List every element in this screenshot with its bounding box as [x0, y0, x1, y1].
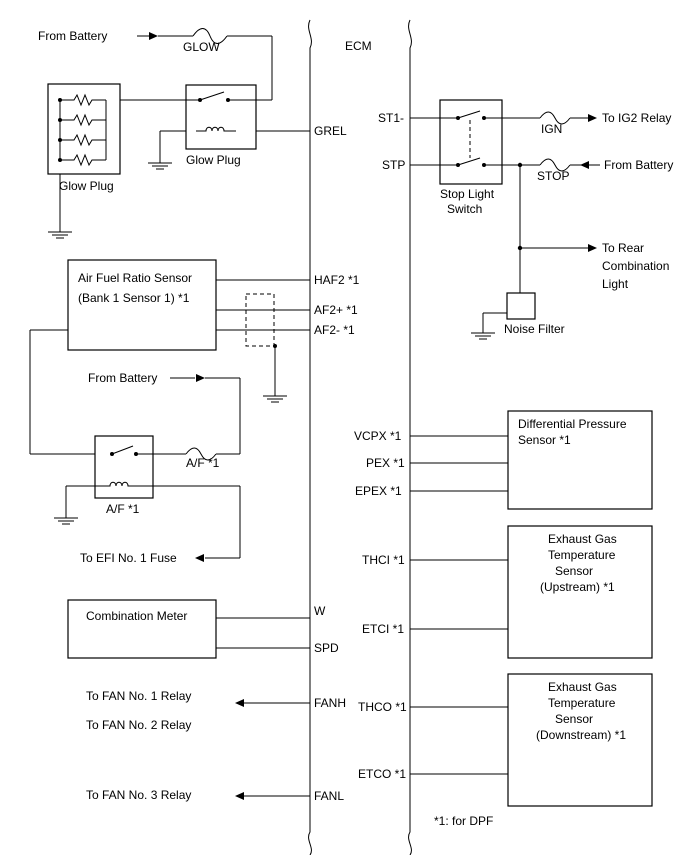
efi-fuse-label: To EFI No. 1 Fuse — [80, 551, 177, 565]
ground-icon — [54, 517, 78, 525]
fan-section: To FAN No. 1 Relay To FAN No. 2 Relay To… — [86, 689, 346, 803]
st1-terminal: ST1- — [378, 111, 404, 125]
arrow-right-icon — [588, 114, 597, 122]
epex-terminal: EPEX *1 — [355, 484, 402, 498]
egt-down-label-1: Exhaust Gas — [548, 680, 617, 694]
ground-icon — [48, 231, 72, 239]
meter-section: Combination Meter W SPD — [67, 599, 339, 659]
resistor-icon — [60, 93, 106, 107]
egt-down-section: THCO *1 ETCO *1 Exhaust Gas Temperature … — [358, 673, 653, 807]
af-sensor-label-2: (Bank 1 Sensor 1) *1 — [78, 291, 190, 305]
ecm-label: ECM — [345, 39, 372, 53]
ign-fuse-icon — [539, 111, 571, 125]
arrow-left-icon — [235, 699, 244, 707]
stp-terminal: STP — [382, 158, 405, 172]
ground-icon — [148, 162, 172, 170]
stop-light-switch-box — [439, 99, 503, 185]
resistor-icon — [60, 153, 106, 167]
glow-plug-label: Glow Plug — [59, 179, 114, 193]
rear-light-label-3: Light — [602, 277, 629, 291]
dp-section: VCPX *1 PEX *1 EPEX *1 Differential Pres… — [354, 410, 653, 510]
combination-meter-label: Combination Meter — [86, 609, 187, 623]
egt-up-label-3: Sensor — [555, 564, 593, 578]
glow-fuse-label: GLOW — [183, 40, 220, 54]
fan2-label: To FAN No. 2 Relay — [86, 718, 191, 732]
af2-plus-terminal: AF2+ *1 — [314, 303, 358, 317]
glow-plug-elements — [58, 93, 107, 167]
ground-icon — [263, 395, 287, 403]
fan1-label: To FAN No. 1 Relay — [86, 689, 191, 703]
ground-icon — [471, 332, 495, 340]
af-fuse-icon — [185, 447, 217, 461]
footnote: *1: for DPF — [434, 814, 493, 828]
egt-down-label-4: (Downstream) *1 — [536, 728, 626, 742]
egt-up-section: THCI *1 ETCI *1 Exhaust Gas Temperature … — [362, 525, 653, 659]
from-battery-af-label: From Battery — [88, 371, 157, 385]
egt-up-label-4: (Upstream) *1 — [540, 580, 615, 594]
stop-section: ST1- STP Stop Light Switch IGN To IG2 Re… — [378, 99, 673, 340]
rear-light-label-2: Combination — [602, 259, 669, 273]
ign-fuse-label: IGN — [541, 122, 562, 136]
stop-light-switch-label-1: Stop Light — [440, 187, 495, 201]
af-relay-box — [94, 435, 154, 499]
af-section: Air Fuel Ratio Sensor (Bank 1 Sensor 1) … — [29, 259, 360, 565]
grel-terminal: GREL — [314, 124, 347, 138]
noise-filter-label: Noise Filter — [504, 322, 565, 336]
thco-terminal: THCO *1 — [358, 700, 407, 714]
arrow-left-icon — [235, 792, 244, 800]
fanh-terminal: FANH — [314, 696, 346, 710]
dp-sensor-label-1: Differential Pressure — [518, 417, 627, 431]
shield-box — [245, 293, 275, 347]
glow-plug-relay-box — [185, 84, 257, 150]
stop-fuse-icon — [539, 158, 571, 172]
w-terminal: W — [314, 604, 326, 618]
egt-down-label-2: Temperature — [548, 696, 616, 710]
af-relay-coil-icon — [95, 481, 153, 487]
ecm-body: ECM — [308, 19, 412, 855]
af-sensor-label-1: Air Fuel Ratio Sensor — [78, 271, 192, 285]
stop-light-switch-label-2: Switch — [447, 202, 482, 216]
glow-fuse-icon — [192, 28, 228, 44]
thci-terminal: THCI *1 — [362, 553, 405, 567]
vcpx-terminal: VCPX *1 — [354, 429, 402, 443]
af-sensor-box — [67, 259, 217, 351]
dp-sensor-box — [507, 410, 653, 510]
arrow-right-icon — [588, 244, 597, 252]
glow-section: From Battery GLOW Glow Plug GREL — [38, 28, 347, 239]
egt-up-label-2: Temperature — [548, 548, 616, 562]
egt-down-sensor-box — [507, 673, 653, 807]
from-battery-glow-label: From Battery — [38, 29, 107, 43]
rear-light-label-1: To Rear — [602, 241, 644, 255]
resistor-icon — [60, 133, 106, 147]
af-fuse-label: A/F *1 — [186, 456, 220, 470]
spd-terminal: SPD — [314, 641, 339, 655]
noise-filter-box — [506, 292, 536, 320]
etci-terminal: ETCI *1 — [362, 622, 404, 636]
af-relay-label: A/F *1 — [106, 502, 140, 516]
arrow-right-icon — [149, 32, 158, 40]
arrow-right-icon — [196, 374, 205, 382]
combination-meter-box — [67, 599, 217, 659]
af2-minus-terminal: AF2- *1 — [314, 323, 355, 337]
stop-fuse-label: STOP — [537, 169, 569, 183]
fanl-terminal: FANL — [314, 789, 344, 803]
pex-terminal: PEX *1 — [366, 456, 405, 470]
resistor-icon — [60, 113, 106, 127]
egt-up-sensor-box — [507, 525, 653, 659]
dp-sensor-label-2: Sensor *1 — [518, 433, 571, 447]
haf2-terminal: HAF2 *1 — [314, 273, 360, 287]
glow-relay-coil-icon — [196, 126, 236, 132]
fan3-label: To FAN No. 3 Relay — [86, 788, 191, 802]
glow-plug-relay-label: Glow Plug — [186, 153, 241, 167]
egt-down-label-3: Sensor — [555, 712, 593, 726]
from-battery-stop-label: From Battery — [604, 158, 673, 172]
ig2-relay-label: To IG2 Relay — [602, 111, 671, 125]
arrow-left-icon — [580, 161, 589, 169]
arrow-left-icon — [195, 554, 204, 562]
etco-terminal: ETCO *1 — [358, 767, 406, 781]
egt-up-label-1: Exhaust Gas — [548, 532, 617, 546]
